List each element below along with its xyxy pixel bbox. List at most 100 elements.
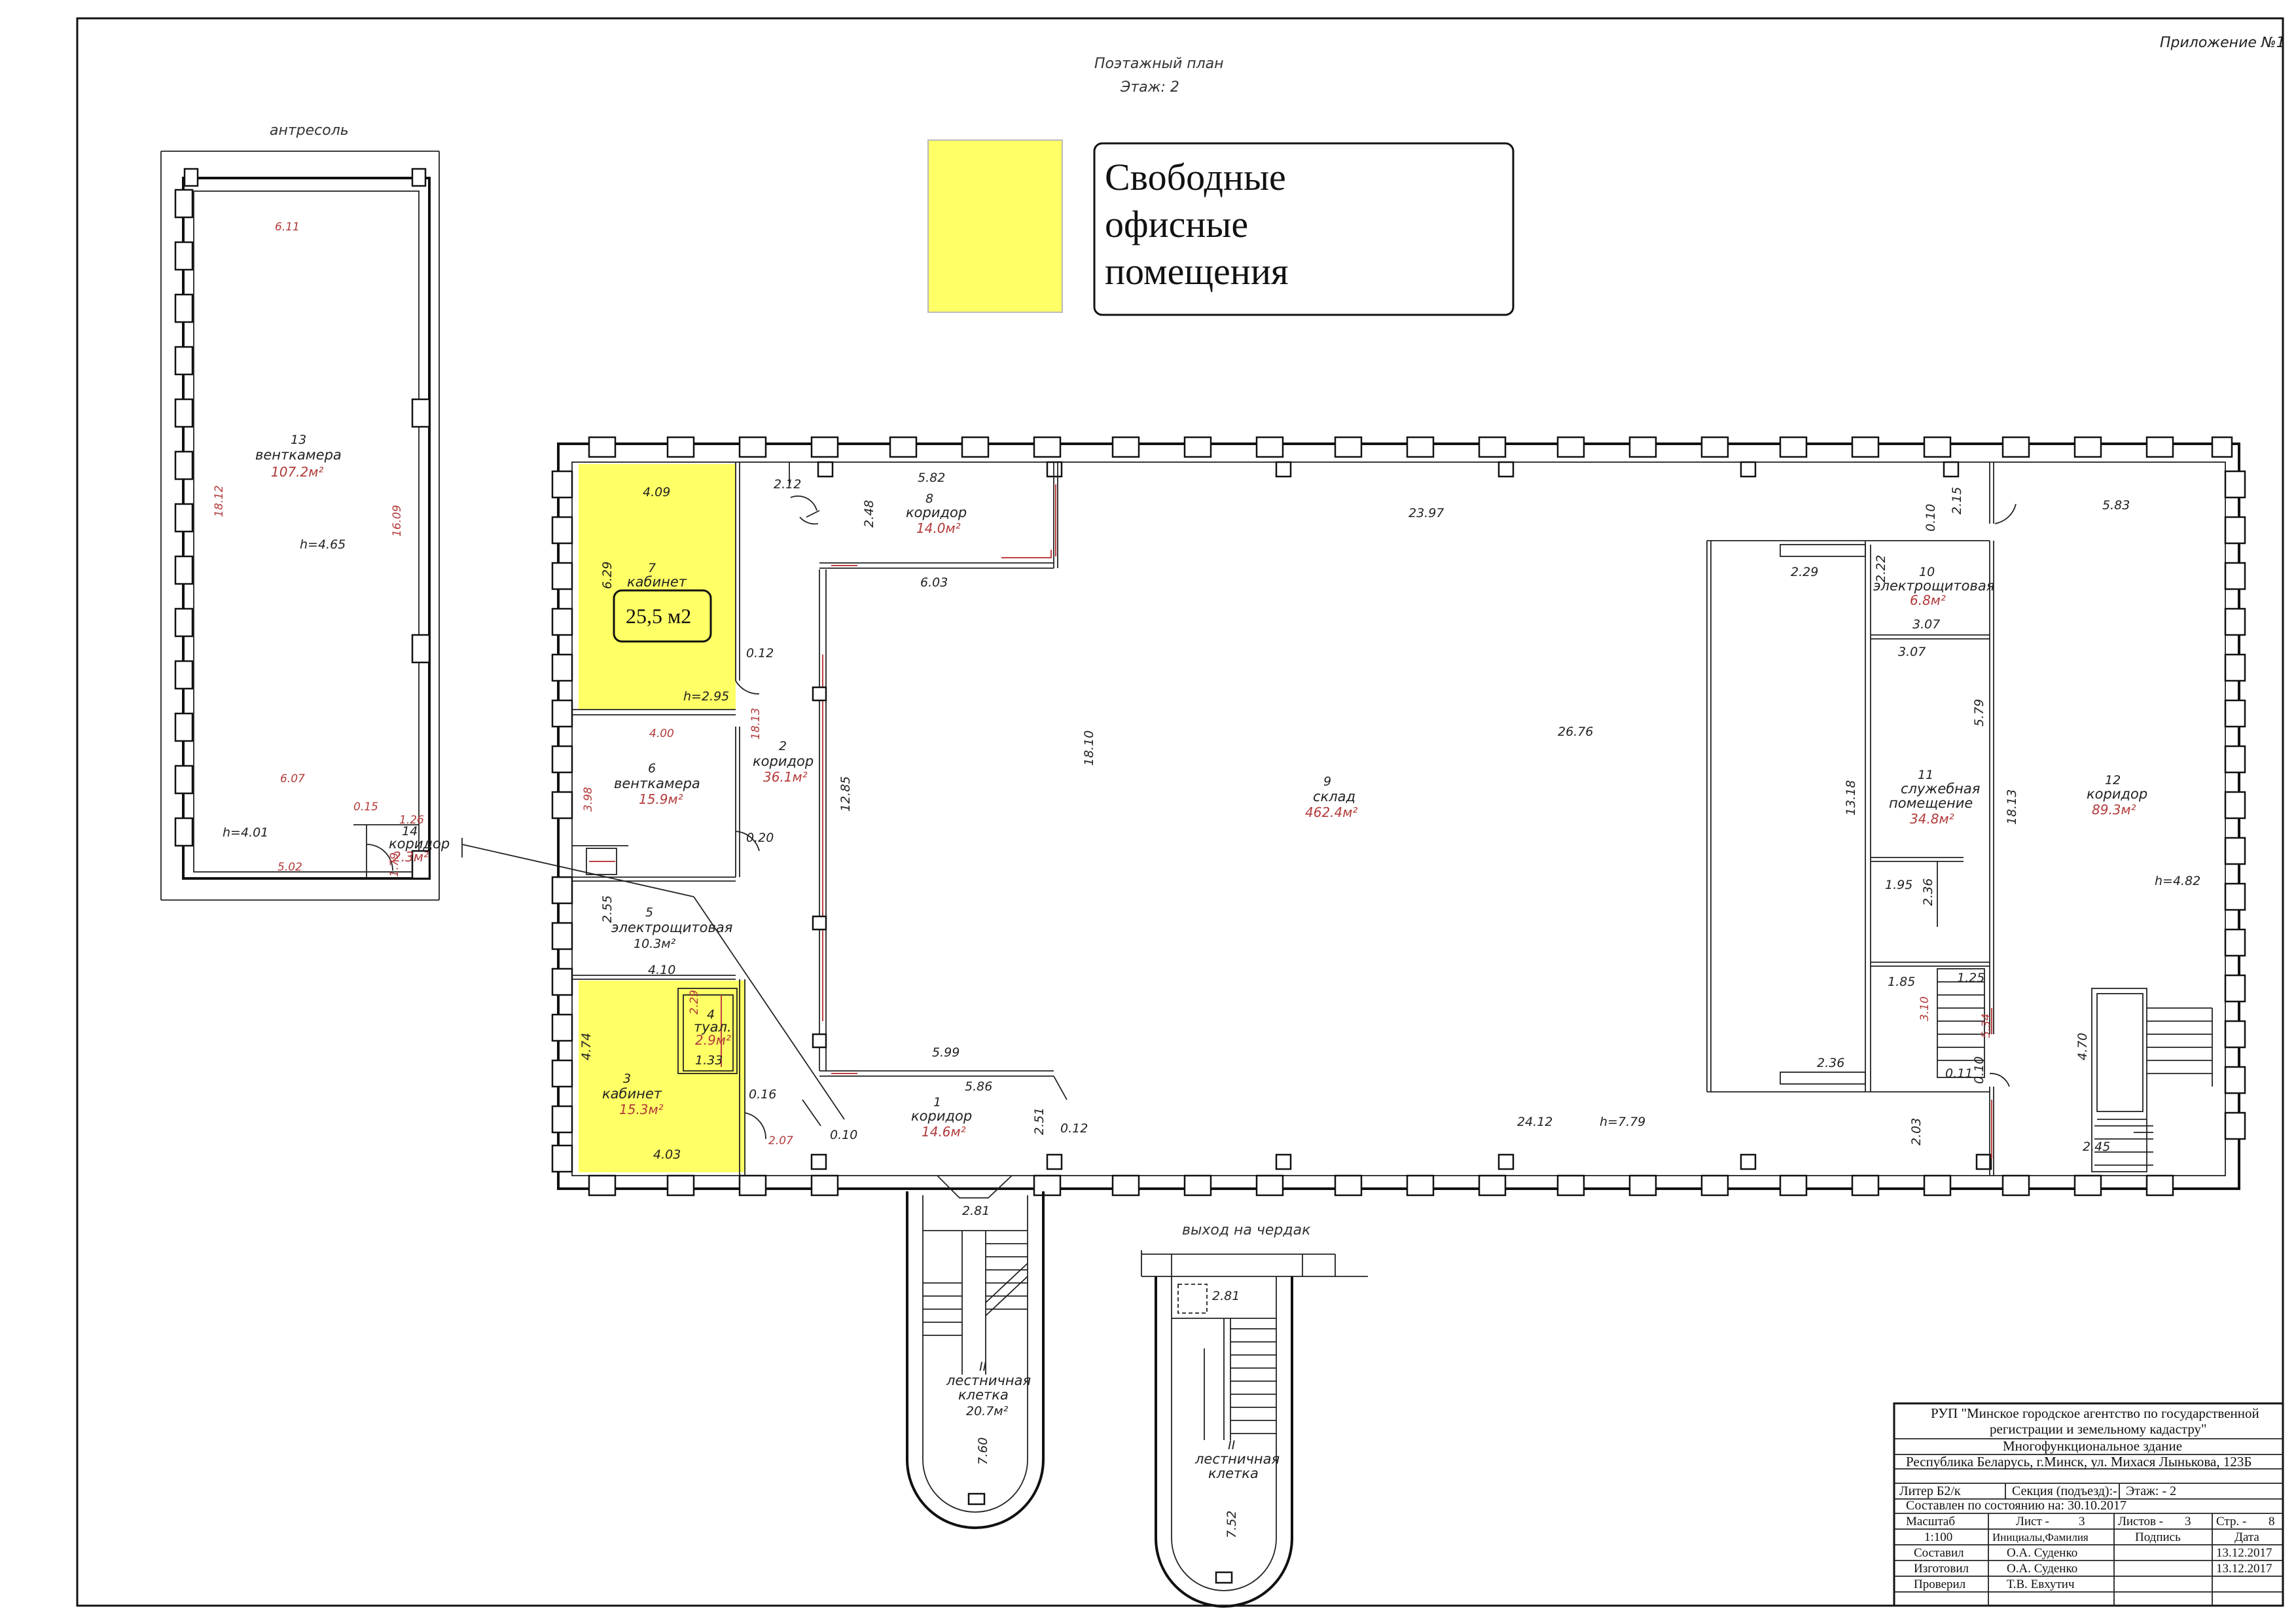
- dim-502: 5.02: [278, 861, 302, 874]
- stamp-initials: Инициалы,Фамилия: [1992, 1531, 2089, 1543]
- stamp-checked: Проверил: [1914, 1578, 1966, 1591]
- mezzanine-label: антресоль: [270, 122, 349, 139]
- main-bottom-inner-piers: [810, 1153, 1992, 1170]
- stamp-pages: Стр. -: [2216, 1515, 2246, 1528]
- stamp-compiled-date: 13.12.2017: [2216, 1546, 2272, 1560]
- stamp-scale-label: Масштаб: [1906, 1515, 1955, 1528]
- stamp-liter: Литер Б2/к: [1899, 1484, 1961, 1498]
- room2-area: 36.1м²: [763, 769, 808, 785]
- dim-012a: 0.12: [746, 646, 774, 660]
- mezzanine-piers: [174, 168, 431, 880]
- dim-016: 0.16: [749, 1087, 776, 1102]
- room11-area: 34.8м²: [1910, 811, 1954, 827]
- dim-248: 2.48: [862, 500, 876, 528]
- stair-2: [1141, 1250, 1368, 1608]
- room14-name: коридор: [389, 836, 450, 852]
- stamp-sheet: Лист -: [2016, 1515, 2049, 1528]
- dim-752: 7.52: [1225, 1511, 1239, 1538]
- dim-010a: 0.10: [830, 1128, 857, 1142]
- dim-474: 4.74: [579, 1033, 594, 1060]
- room6-num: 6: [648, 761, 656, 776]
- room9-name: склад: [1313, 789, 1355, 804]
- dim-760: 7.60: [976, 1437, 990, 1465]
- stamp-address: Республика Беларусь, г.Минск, ул. Михася…: [1906, 1454, 2251, 1470]
- main-top-piers: [588, 436, 2233, 458]
- stamp-state: Составлен по состоянию на: 30.10.2017: [1906, 1498, 2126, 1513]
- dim-195: 1.95: [1885, 878, 1912, 892]
- dim-236b: 2.36: [1817, 1056, 1844, 1070]
- room12-name: коридор: [2087, 786, 2147, 802]
- dim-215: 2.15: [1950, 487, 1964, 514]
- stamp-made-by: О.А. Суденко: [2007, 1562, 2077, 1576]
- dim-179: 1.79: [388, 852, 401, 877]
- main-right-piers: [2224, 470, 2246, 1140]
- room4-num: 4: [707, 1007, 715, 1022]
- room3-area: 15.3м²: [619, 1102, 664, 1117]
- dim-582: 5.82: [918, 471, 945, 485]
- room11-num: 11: [1918, 768, 1933, 782]
- room13-area: 107.2м²: [271, 464, 323, 480]
- dim-255: 2.55: [600, 895, 615, 923]
- dim-470: 4.70: [2075, 1033, 2090, 1060]
- legend-swatch: [927, 139, 1063, 313]
- legend-line-2: офисные: [1105, 203, 1248, 245]
- dim-011: 0.11: [1945, 1066, 1973, 1081]
- dim-409: 4.09: [643, 485, 670, 499]
- h-779: h=7.79: [1600, 1115, 1645, 1129]
- dim-245: 2.45: [2083, 1140, 2110, 1154]
- dim-020: 0.20: [746, 831, 774, 845]
- room8-name: коридор: [906, 505, 967, 520]
- right-partitions: [1706, 462, 2213, 1176]
- dim-607: 6.07: [280, 772, 305, 785]
- dim-1813b: 18.13: [2005, 789, 2019, 825]
- dim-1813a: 18.13: [749, 708, 762, 740]
- stair2-name2: клетка: [1208, 1466, 1259, 1481]
- stamp-sheets-no: 3: [2185, 1515, 2191, 1528]
- dim-534: 5.34: [1980, 1013, 1993, 1038]
- room6-area: 15.9м²: [639, 791, 683, 807]
- dim-229b: 2.29: [1791, 565, 1818, 579]
- room4-area: 2.9м²: [695, 1032, 731, 1048]
- dim-310: 3.10: [1918, 996, 1931, 1021]
- dim-212: 2.12: [774, 477, 801, 492]
- stamp-sheets: Листов -: [2118, 1515, 2163, 1528]
- room13-num: 13: [291, 433, 306, 447]
- room4-name: туал.: [694, 1019, 732, 1035]
- main-left-piers: [551, 470, 573, 1173]
- room-3-highlight: [579, 981, 745, 1172]
- dim-583: 5.83: [2102, 498, 2130, 513]
- dim-400: 4.00: [649, 727, 674, 740]
- room-7-highlight: [579, 464, 736, 710]
- room7-name: кабинет: [627, 574, 687, 590]
- main-top-inner-piers: [817, 461, 1960, 478]
- sheet-frame: [76, 17, 2284, 1607]
- room2-num: 2: [779, 739, 787, 753]
- stamp-sign: Подпись: [2135, 1530, 2181, 1544]
- room1-num: 1: [933, 1095, 941, 1110]
- room11-name2: помещение: [1889, 795, 1973, 811]
- area-callout-text: 25,5 м2: [626, 604, 691, 628]
- room12-num: 12: [2105, 773, 2121, 787]
- left-partitions: [572, 462, 766, 1176]
- dim-236a: 2.36: [1921, 878, 1935, 906]
- dim-010c: 0.10: [1972, 1056, 1986, 1084]
- corridor-2-walls: [789, 462, 1067, 1127]
- dim-126: 1.26: [399, 814, 424, 827]
- room3-num: 3: [623, 1072, 631, 1086]
- dim-410: 4.10: [648, 963, 675, 977]
- stamp-compiled: Составил: [1914, 1546, 1964, 1560]
- room5-name: электрощитовая: [611, 920, 732, 935]
- dim-2397: 23.97: [1408, 506, 1444, 520]
- dim-185: 1.85: [1888, 975, 1915, 989]
- stamp-made: Изготовил: [1914, 1562, 1969, 1576]
- dim-1609: 16.09: [391, 505, 404, 537]
- dim-125: 1.25: [1957, 971, 1984, 985]
- attic-exit-label: выход на чердак: [1182, 1222, 1311, 1238]
- dim-603: 6.03: [920, 575, 948, 590]
- room9-area: 462.4м²: [1305, 804, 1357, 820]
- stair-1: [906, 1191, 1045, 1529]
- h-401: h=4.01: [223, 825, 268, 840]
- room11-name: служебная: [1901, 781, 1980, 797]
- dim-1318: 13.18: [1844, 780, 1858, 816]
- stamp-floor: Этаж: - 2: [2126, 1484, 2176, 1498]
